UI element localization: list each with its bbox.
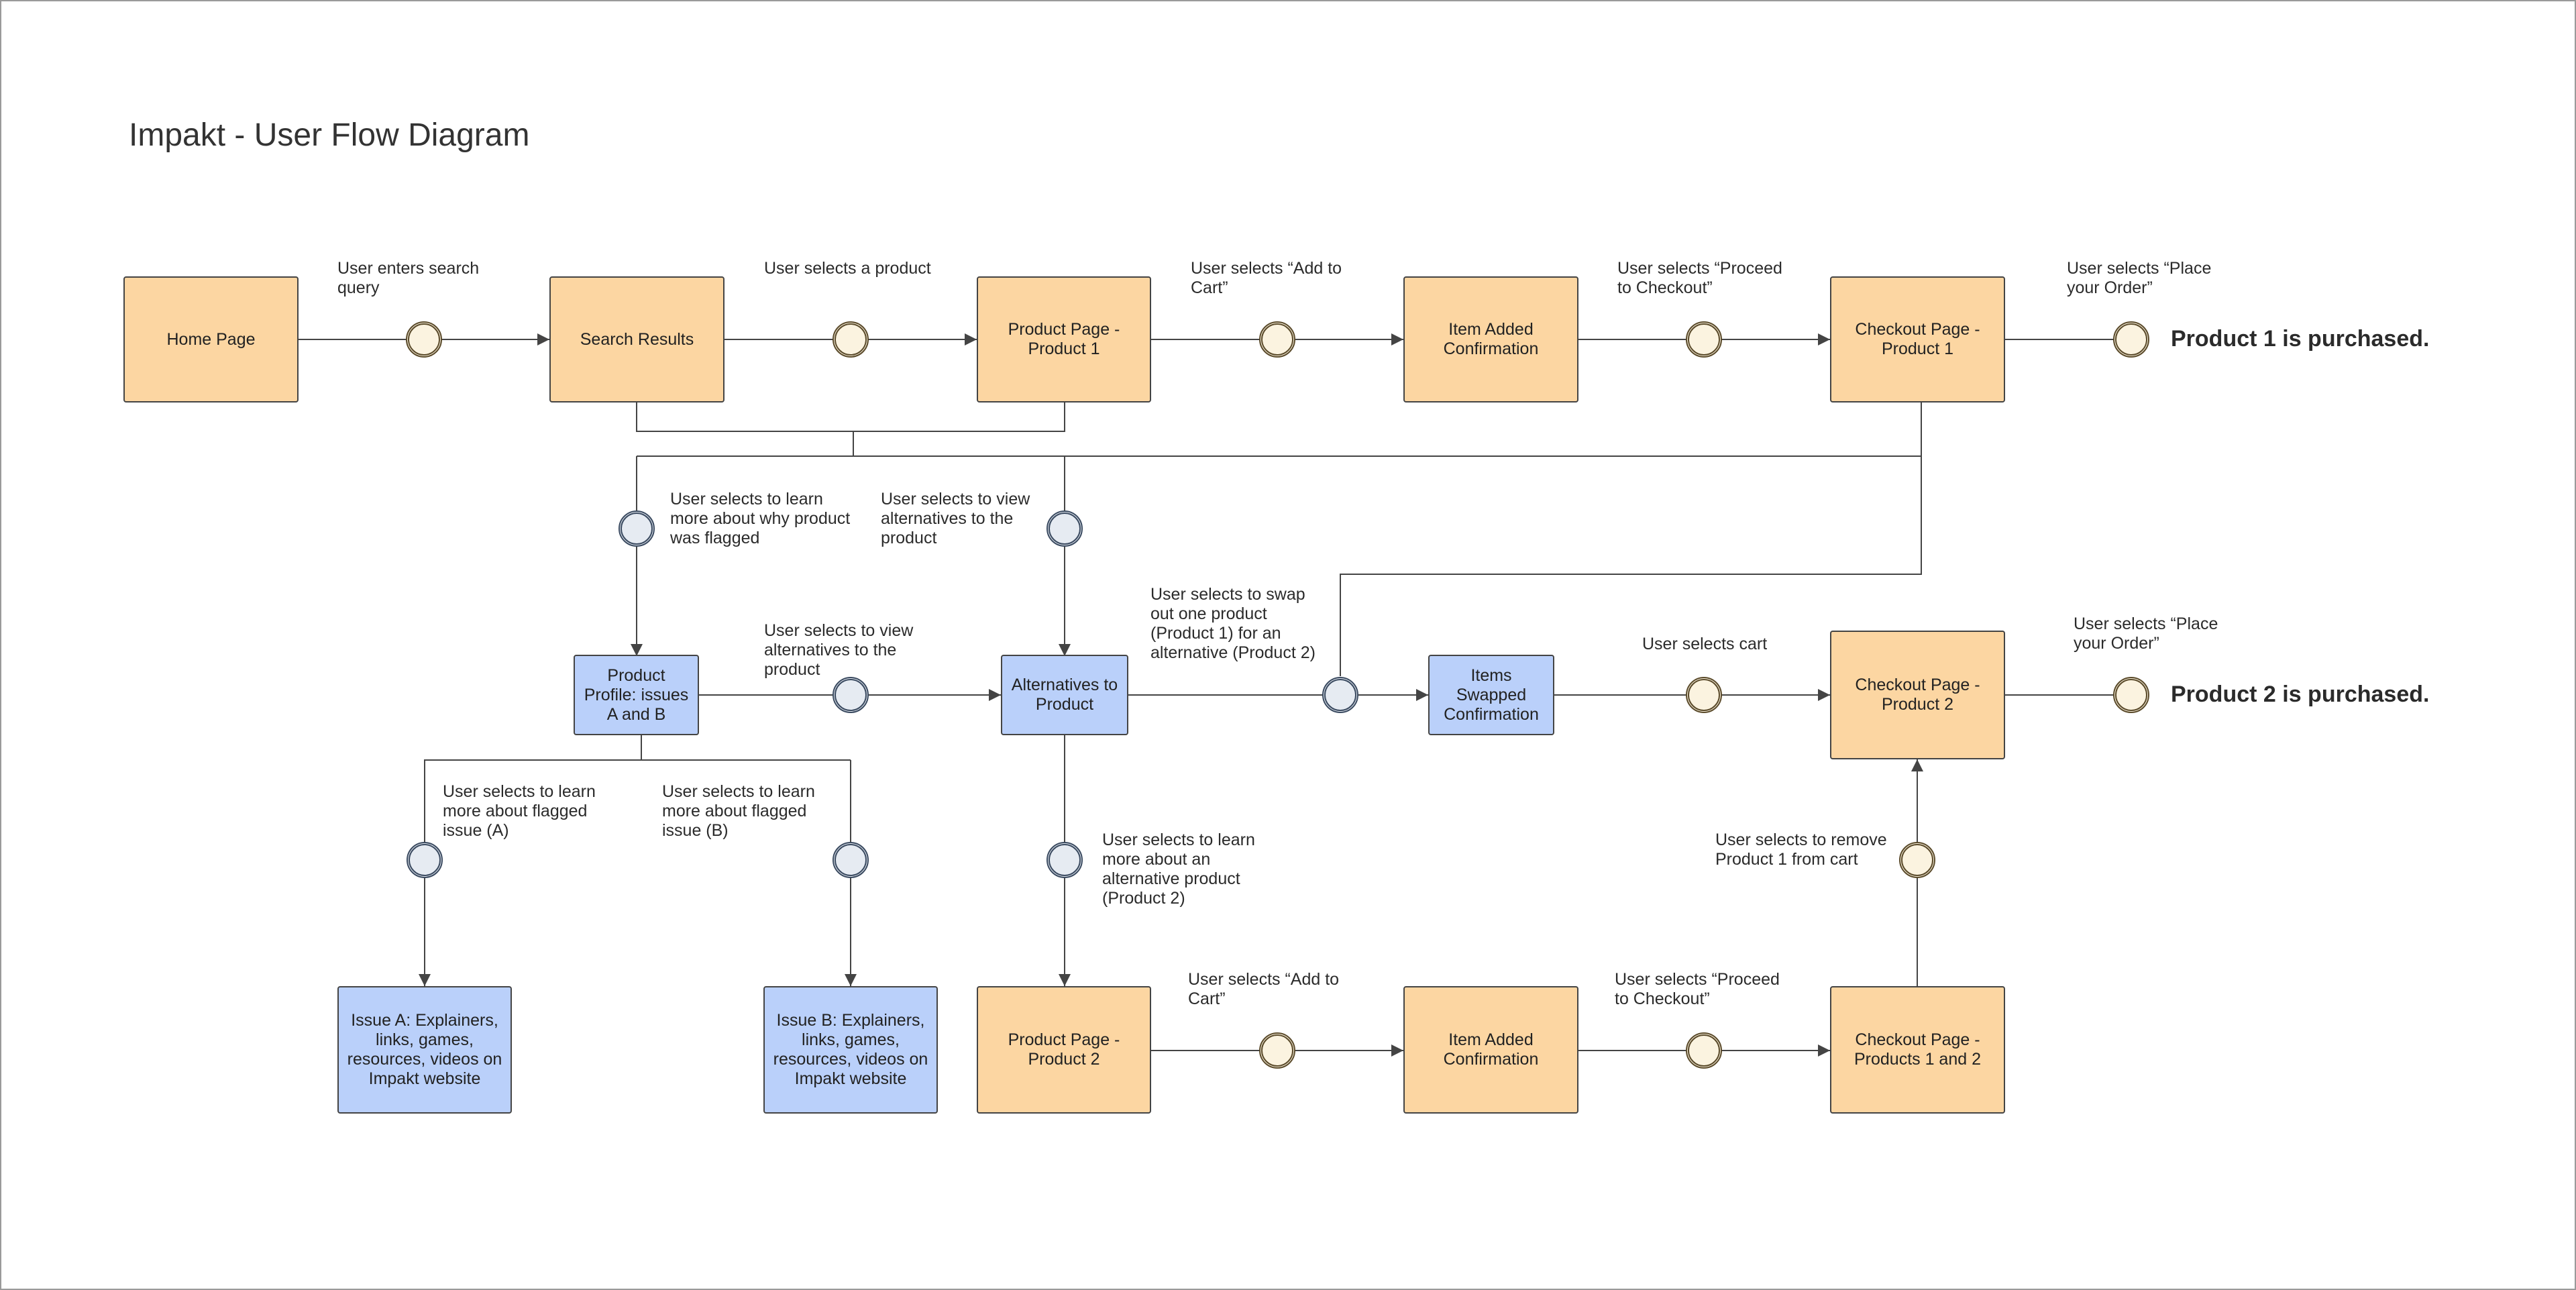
label-add-cart-1: User selects “Add to Cart” [1191, 259, 1342, 297]
event-circle-select-product [833, 321, 869, 358]
label-proceed-1: User selects “Proceed to Checkout” [1617, 259, 1782, 297]
edge-merge-branch [636, 402, 1065, 432]
label-select-product: User selects a product [764, 259, 931, 278]
node-issue-b[interactable]: Issue B: Explainers, links, games, resou… [763, 986, 938, 1114]
node-search-results[interactable]: Search Results [549, 276, 724, 402]
event-circle-place-1 [2113, 321, 2149, 358]
label-proceed-2: User selects “Proceed to Checkout” [1615, 970, 1780, 1008]
event-circle-swap [1322, 677, 1358, 713]
node-issue-a[interactable]: Issue A: Explainers, links, games, resou… [337, 986, 512, 1114]
label-swap: User selects to swap out one product (Pr… [1150, 585, 1316, 662]
label-view-alt-1: User selects to view alternatives to the… [881, 490, 1030, 547]
node-checkout-products-1-2[interactable]: Checkout Page - Products 1 and 2 [1830, 986, 2005, 1114]
event-circle-learn-a [407, 842, 443, 878]
event-circle-add-cart-1 [1259, 321, 1295, 358]
label-learn-flagged: User selects to learn more about why pro… [670, 490, 851, 547]
node-item-added-1[interactable]: Item Added Confirmation [1403, 276, 1578, 402]
label-search-query: User enters search query [337, 259, 480, 297]
label-learn-b: User selects to learn more about flagged… [662, 782, 815, 840]
label-place-1: User selects “Place your Order” [2067, 259, 2212, 297]
node-alternatives[interactable]: Alternatives to Product [1001, 655, 1128, 735]
label-place-2: User selects “Place your Order” [2074, 614, 2218, 653]
label-view-alt-2: User selects to view alternatives to the… [764, 621, 914, 679]
edge-checkout1-down [1340, 402, 1922, 676]
event-circle-select-cart [1686, 677, 1722, 713]
event-circle-learn-flagged [619, 510, 655, 547]
event-circle-remove-1 [1899, 842, 1935, 878]
label-add-cart-2: User selects “Add to Cart” [1188, 970, 1340, 1008]
edge-profile-issues-branch [424, 735, 642, 986]
label-learn-alt: User selects to learn more about an alte… [1102, 830, 1255, 908]
node-product-profile[interactable]: Product Profile: issues A and B [574, 655, 699, 735]
node-checkout-page-1[interactable]: Checkout Page - Product 1 [1830, 276, 2005, 402]
outcome-product-2: Product 2 is purchased. [2171, 682, 2430, 707]
event-circle-view-alt-1 [1046, 510, 1083, 547]
event-circle-add-cart-2 [1259, 1032, 1295, 1069]
event-circle-view-alt-2 [833, 677, 869, 713]
event-circle-learn-b [833, 842, 869, 878]
node-item-added-2[interactable]: Item Added Confirmation [1403, 986, 1578, 1114]
label-learn-a: User selects to learn more about flagged… [443, 782, 596, 840]
event-circle-place-2 [2113, 677, 2149, 713]
label-remove-1: User selects to remove Product 1 from ca… [1715, 830, 1887, 869]
diagram-title: Impakt - User Flow Diagram [129, 117, 530, 153]
node-home-page[interactable]: Home Page [123, 276, 299, 402]
event-circle-search [406, 321, 442, 358]
event-circle-proceed-2 [1686, 1032, 1722, 1069]
label-select-cart: User selects cart [1642, 635, 1768, 653]
node-checkout-page-2[interactable]: Checkout Page - Product 2 [1830, 631, 2005, 759]
outcome-product-1: Product 1 is purchased. [2171, 326, 2430, 352]
event-circle-proceed-1 [1686, 321, 1722, 358]
node-product-page-1[interactable]: Product Page - Product 1 [977, 276, 1151, 402]
node-product-page-2[interactable]: Product Page - Product 2 [977, 986, 1151, 1114]
event-circle-learn-alt [1046, 842, 1083, 878]
node-items-swapped[interactable]: Items Swapped Confirmation [1428, 655, 1554, 735]
